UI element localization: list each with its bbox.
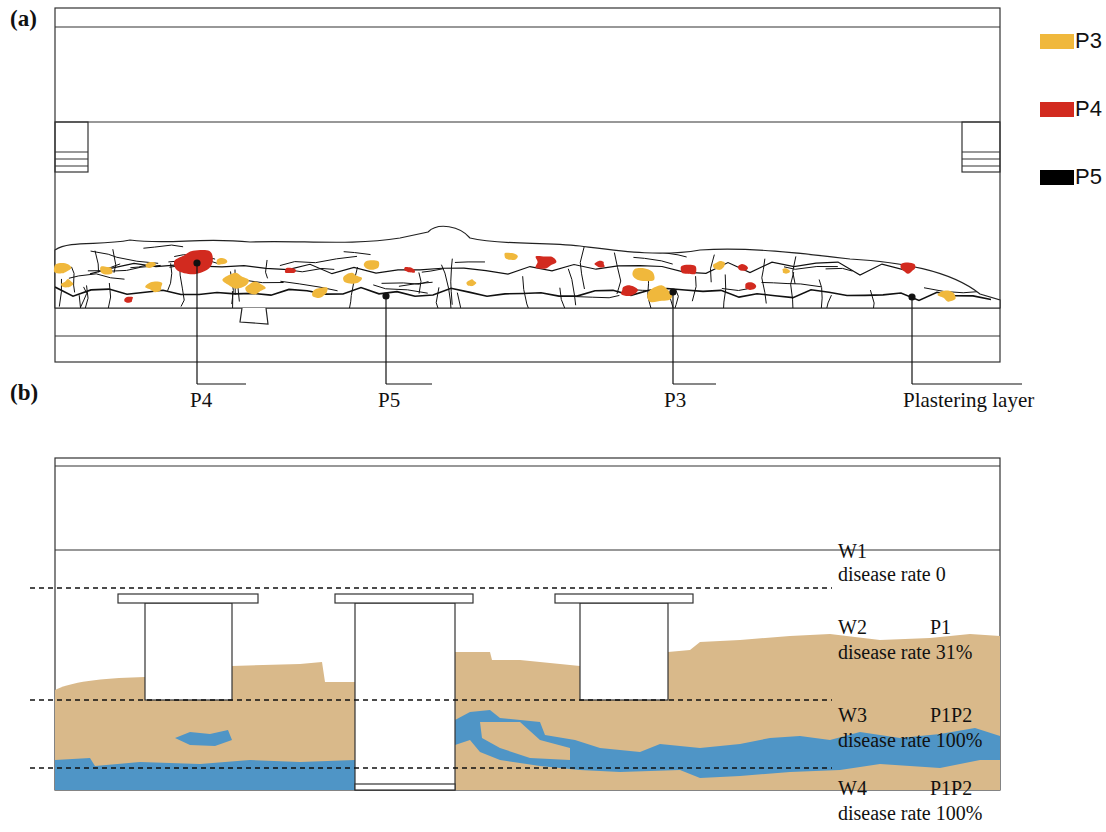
p2-zone (175, 730, 232, 746)
panel-label: (b) (10, 380, 38, 405)
annotation-label: disease rate 0 (838, 563, 946, 585)
plaster-fragment (240, 308, 268, 324)
annotation-label: disease rate 100% (838, 729, 982, 751)
crack-lines (55, 239, 1030, 345)
legend-label: P5 (1075, 165, 1102, 189)
disease-patch (681, 265, 697, 275)
disease-patch (466, 279, 476, 286)
disease-patch (145, 282, 162, 293)
disease-patch (285, 268, 296, 273)
annotation-label: W4 (838, 777, 867, 799)
disease-patch (632, 268, 654, 281)
legend-label: P3 (1075, 29, 1102, 53)
disease-patch (245, 282, 266, 295)
p2-zone (55, 758, 355, 790)
disease-patch (222, 273, 249, 289)
annotation-label: Plastering layer (903, 389, 1034, 412)
disease-patch (54, 263, 72, 273)
panel-label: (a) (10, 6, 37, 31)
annotation-label: P5 (378, 389, 400, 412)
pillars (118, 594, 693, 790)
wall-outline (55, 458, 1000, 790)
disease-patch (535, 256, 556, 269)
annotation-label: P3 (664, 389, 686, 412)
disease-patch (100, 266, 112, 274)
disease-patch (343, 273, 362, 284)
legend-swatch (1040, 34, 1074, 49)
disease-patch (364, 260, 379, 270)
disease-patch (738, 264, 748, 271)
annotation-label: disease rate 100% (838, 802, 982, 824)
disease-patch (938, 290, 956, 301)
leader-lines (194, 260, 1022, 384)
annotation-label: P1P2 (930, 704, 972, 726)
disease-patch (713, 261, 725, 270)
disease-patch (124, 297, 133, 303)
disease-patch (145, 262, 155, 268)
annotation-label: disease rate 31% (838, 641, 972, 663)
disease-patch (594, 261, 604, 268)
disease-patch (404, 267, 415, 273)
disease-patch (217, 258, 228, 265)
annotation-label: W2 (838, 616, 867, 638)
annotation-label: P1 (930, 616, 951, 638)
disease-patch (504, 253, 517, 260)
disease-patch (61, 279, 73, 288)
disease-patch (647, 285, 672, 302)
annotation-label: W1 (838, 540, 867, 562)
annotation-label: P1P2 (930, 777, 972, 799)
annotation-label: P4 (190, 389, 212, 412)
legend-swatch (1040, 170, 1074, 185)
legend-label: P4 (1075, 97, 1102, 121)
annotation-label: W3 (838, 704, 867, 726)
zone-dividers (30, 588, 832, 768)
disease-patch (312, 287, 328, 298)
disease-patch (174, 250, 213, 274)
disease-patch (745, 282, 756, 290)
disease-patch (621, 285, 638, 296)
disease-patch (782, 268, 790, 273)
legend-swatch (1040, 102, 1074, 117)
disease-patch (900, 263, 915, 274)
disease-patches (54, 250, 956, 303)
